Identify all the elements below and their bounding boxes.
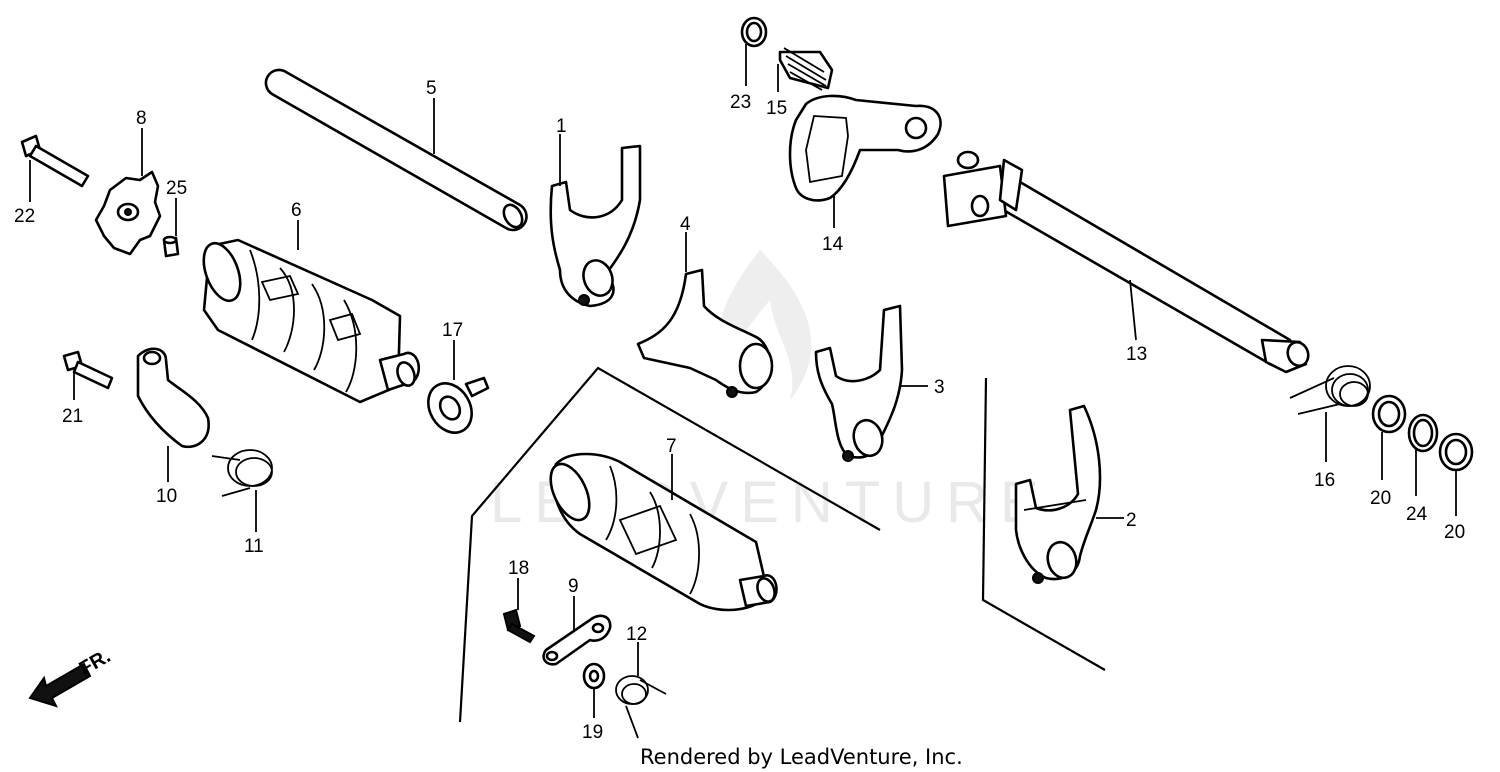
callout-25: 25 <box>166 178 187 199</box>
callout-9: 9 <box>568 576 579 597</box>
callout-3: 3 <box>934 377 945 398</box>
callout-11: 11 <box>244 536 264 557</box>
part-stopper-arm <box>136 347 210 449</box>
part-snap-ring-23 <box>740 16 768 48</box>
part-spring-15 <box>778 47 834 91</box>
part-shift-drum-6 <box>202 238 421 404</box>
callout-23: 23 <box>730 92 751 113</box>
callout-1: 1 <box>556 116 567 137</box>
callout-4: 4 <box>680 214 691 235</box>
callout-5: 5 <box>426 78 437 99</box>
part-bearing-17 <box>427 376 490 434</box>
callout-19: 19 <box>582 722 603 743</box>
frame-left <box>458 366 881 723</box>
subassembly-frame <box>458 366 1106 723</box>
part-fork-4 <box>636 268 774 398</box>
part-bolt-18 <box>502 608 536 644</box>
part-fork-shaft <box>264 68 528 232</box>
part-fork-3 <box>814 304 904 462</box>
callout-8: 8 <box>136 108 147 129</box>
part-spring-16 <box>1289 365 1371 415</box>
part-washer-20b <box>1438 432 1474 472</box>
callout-13: 13 <box>1126 344 1147 365</box>
part-spring-12 <box>615 675 667 739</box>
callout-18: 18 <box>508 558 529 579</box>
part-washer-19 <box>582 662 606 690</box>
leader-lines <box>29 44 1457 718</box>
callout-6: 6 <box>291 200 302 221</box>
part-shift-drum-7 <box>549 452 778 612</box>
part-fork-2 <box>1014 404 1102 584</box>
render-caption: Rendered by LeadVenture, Inc. <box>640 745 963 769</box>
watermark-flame-icon <box>716 250 812 400</box>
callout-10: 10 <box>156 486 177 507</box>
callout-7: 7 <box>666 436 677 457</box>
callout-16: 16 <box>1314 470 1335 491</box>
callout-20-upper: 20 <box>1370 488 1391 509</box>
front-arrow-icon <box>28 662 92 708</box>
part-arm-9 <box>542 614 612 666</box>
callout-15: 15 <box>766 98 787 119</box>
part-bolt-21 <box>62 350 114 390</box>
callout-12: 12 <box>626 624 647 645</box>
callout-24: 24 <box>1406 504 1428 525</box>
front-direction-marker: FR. <box>28 645 114 708</box>
part-spindle-13 <box>942 150 1310 374</box>
part-plate-14 <box>788 94 942 202</box>
callout-17: 17 <box>442 320 463 341</box>
part-fork-1 <box>549 144 642 308</box>
part-snap-ring-24 <box>1407 413 1439 453</box>
callout-14: 14 <box>822 234 844 255</box>
callout-20-lower: 20 <box>1444 522 1465 543</box>
frame-right <box>981 377 1106 671</box>
part-washer-20a <box>1371 394 1407 434</box>
callout-labels: 5 8 22 25 6 1 4 3 2 7 17 21 10 11 18 9 1… <box>14 78 1465 743</box>
callout-22: 22 <box>14 206 35 227</box>
part-spring-11 <box>211 449 273 497</box>
part-stopper-plate <box>94 170 162 256</box>
callout-2: 2 <box>1126 510 1137 531</box>
callout-21: 21 <box>62 406 83 427</box>
part-bolt-22 <box>20 134 90 188</box>
part-dowel-pin <box>162 235 180 258</box>
